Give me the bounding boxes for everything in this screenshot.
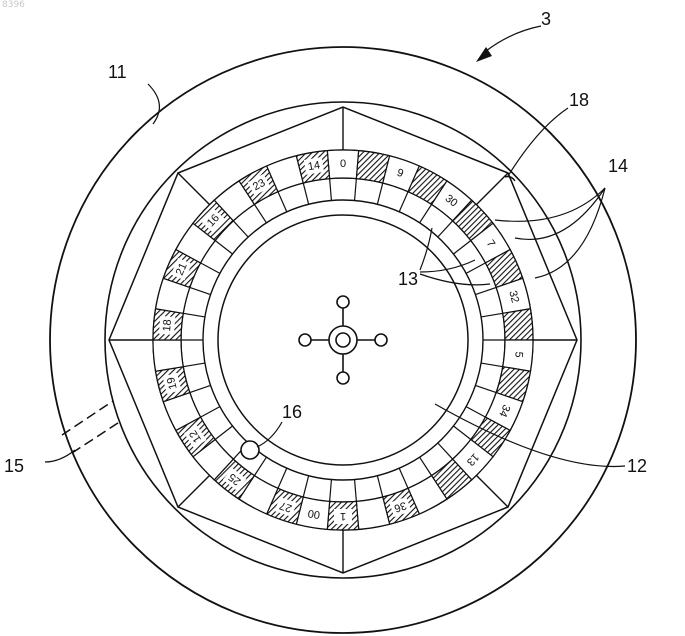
arrow-head (476, 47, 492, 62)
separator (355, 179, 357, 201)
separator (201, 263, 220, 273)
separator (215, 240, 232, 254)
pocket-number: 14 (304, 157, 324, 175)
ball (241, 441, 259, 459)
center-turret (299, 296, 387, 384)
pocket-number-label: 00 (307, 507, 321, 521)
separator (475, 385, 496, 392)
label-unit: 3 (541, 9, 551, 29)
pocket (503, 309, 533, 340)
separator (330, 179, 332, 201)
separator (303, 476, 308, 497)
separator (399, 192, 408, 212)
separator (330, 480, 332, 502)
label-ball: 16 (282, 402, 302, 422)
separator (420, 204, 432, 222)
separator (377, 476, 382, 497)
separator (420, 457, 432, 475)
separator (233, 221, 248, 237)
pocket-number: 18 (159, 316, 175, 335)
separator (183, 313, 205, 317)
pocket-number: 00 (304, 505, 324, 523)
label-pockets: 14 (608, 156, 628, 176)
pocket (153, 340, 183, 371)
separator (190, 287, 211, 294)
separator (438, 443, 453, 459)
separator (278, 468, 287, 488)
separator (453, 426, 470, 440)
separator (475, 287, 496, 294)
pocket-number-label: 14 (307, 159, 321, 173)
separator (466, 407, 485, 417)
pocket-number: 0 (334, 156, 352, 171)
label-center-cone: 12 (627, 456, 647, 476)
pocket-number-label: 1 (340, 510, 346, 522)
separator (466, 263, 485, 273)
pocket-number: 1 (334, 509, 352, 524)
pocket-number-label: 18 (161, 319, 174, 332)
pocket-number: 5 (511, 345, 527, 364)
separator (254, 204, 266, 222)
reference-labels: 3 11 18 14 13 16 15 12 (4, 9, 647, 476)
separator (377, 183, 382, 204)
label-sensor: 18 (569, 90, 589, 110)
separator (303, 183, 308, 204)
separator (190, 385, 211, 392)
pocket-number-label: 5 (512, 351, 524, 358)
pocket-number-label: 0 (340, 158, 346, 170)
separator (481, 313, 503, 317)
separator (355, 480, 357, 502)
separator (215, 426, 232, 440)
label-separators: 13 (398, 269, 418, 289)
label-outer-rim: 11 (108, 62, 127, 82)
separator (278, 192, 287, 212)
separator (453, 240, 470, 254)
separator (183, 363, 205, 367)
entry-chute (62, 401, 121, 453)
label-entry: 15 (4, 456, 24, 476)
separator (438, 221, 453, 237)
separator (481, 363, 503, 367)
separator (201, 407, 220, 417)
separator (254, 457, 266, 475)
separator (399, 468, 408, 488)
